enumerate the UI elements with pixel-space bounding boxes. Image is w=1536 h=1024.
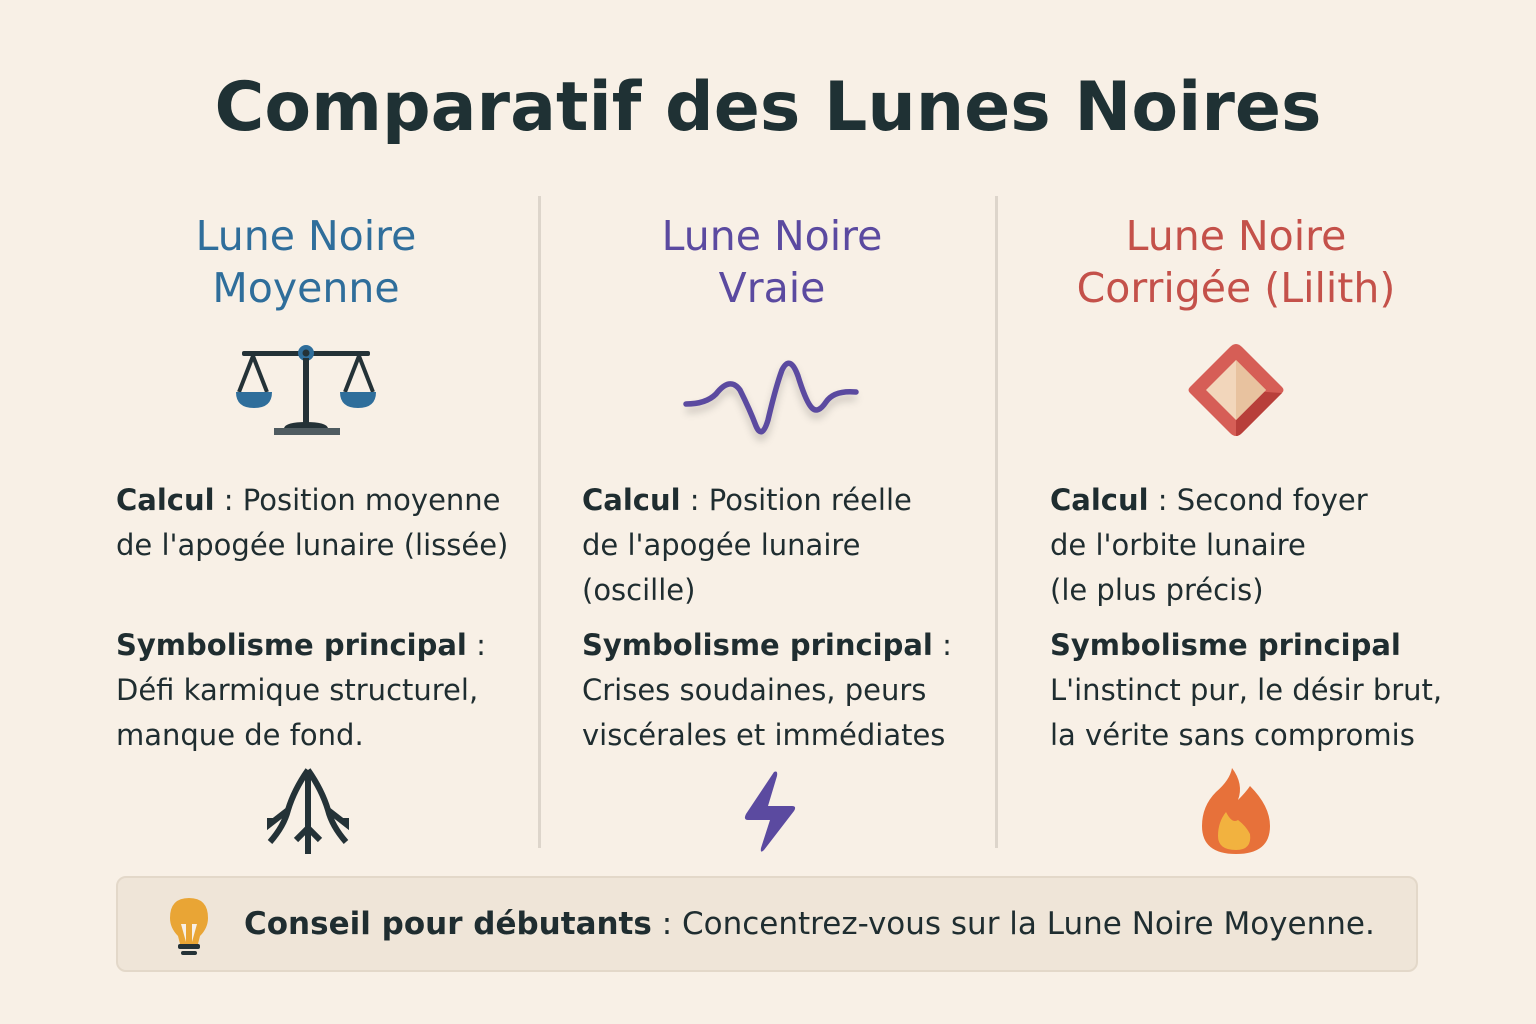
diamond-gem-icon	[1188, 344, 1284, 436]
flame-icon	[1202, 768, 1270, 854]
separator: :	[651, 906, 682, 942]
calcul-block: Calcul : Position moyenne de l'apogée lu…	[116, 478, 508, 568]
calcul-label: Calcul	[1050, 483, 1149, 517]
separator: :	[1148, 483, 1177, 517]
separator: :	[680, 483, 709, 517]
calcul-text: Second foyer	[1176, 483, 1368, 517]
symbolisme-block: Symbolisme principal : Défi karmique str…	[116, 623, 486, 758]
lightning-bolt-icon	[744, 771, 796, 852]
separator: :	[932, 628, 952, 662]
symbolisme-label: Symbolisme principal	[116, 628, 467, 662]
calcul-text: de l'apogée lunaire	[582, 528, 861, 562]
roots-arrow-icon	[267, 768, 349, 854]
symbolisme-block: Symbolisme principal : Crises soudaines,…	[582, 623, 952, 758]
calcul-label: Calcul	[116, 483, 215, 517]
oscillating-wave-icon	[683, 360, 859, 441]
heading-line: Moyenne	[212, 264, 400, 312]
calcul-label: Calcul	[582, 483, 681, 517]
heading-line: Lune Noire	[195, 212, 417, 260]
lightbulb-icon	[170, 898, 208, 955]
symbolisme-text: L'instinct pur, le désir brut,	[1050, 673, 1443, 707]
calcul-text: Position moyenne	[242, 483, 501, 517]
column-heading: Lune Noire Moyenne	[86, 210, 526, 314]
heading-line: Lune Noire	[1125, 212, 1347, 260]
calcul-text: de l'apogée lunaire (lissée)	[116, 528, 509, 562]
column-lune-noire-moyenne: Lune Noire Moyenne Calcul : Position moy…	[86, 210, 526, 854]
calcul-block: Calcul : Second foyer de l'orbite lunair…	[1050, 478, 1368, 613]
column-heading: Lune Noire Corrigée (Lilith)	[1016, 210, 1456, 314]
symbolisme-label: Symbolisme principal	[1050, 628, 1401, 662]
column-heading: Lune Noire Vraie	[552, 210, 992, 314]
heading-line: Vraie	[718, 264, 826, 312]
calcul-text: (oscille)	[582, 573, 696, 607]
tip-text: Conseil pour débutants : Concentrez-vous…	[244, 904, 1375, 944]
beginner-tip-banner: Conseil pour débutants : Concentrez-vous…	[116, 876, 1418, 972]
symbolisme-text: manque de fond.	[116, 718, 364, 752]
heading-line: Lune Noire	[661, 212, 883, 260]
symbolisme-label: Symbolisme principal	[582, 628, 933, 662]
column-divider	[538, 196, 541, 848]
calcul-text: (le plus précis)	[1050, 573, 1264, 607]
calcul-text: de l'orbite lunaire	[1050, 528, 1306, 562]
calcul-block: Calcul : Position réelle de l'apogée lun…	[582, 478, 912, 613]
column-divider	[995, 196, 998, 848]
balance-scale-icon	[236, 345, 376, 435]
tip-label: Conseil pour débutants	[244, 906, 652, 942]
symbolisme-text: viscérales et immédiates	[582, 718, 946, 752]
calcul-text: Position réelle	[708, 483, 912, 517]
symbolisme-text: Défi karmique structurel,	[116, 673, 479, 707]
symbolisme-block: Symbolisme principal L'instinct pur, le …	[1050, 623, 1442, 758]
heading-line: Corrigée (Lilith)	[1076, 264, 1396, 312]
column-lune-noire-corrigee: Lune Noire Corrigée (Lilith) Calcul : Se…	[1016, 210, 1456, 854]
symbolisme-text: Crises soudaines, peurs	[582, 673, 927, 707]
separator: :	[214, 483, 243, 517]
separator: :	[466, 628, 486, 662]
tip-message: Concentrez-vous sur la Lune Noire Moyenn…	[682, 906, 1375, 942]
column-lune-noire-vraie: Lune Noire Vraie Calcul : Position réell…	[552, 210, 992, 852]
page-title: Comparatif des Lunes Noires	[214, 68, 1322, 147]
symbolisme-text: la vérite sans compromis	[1050, 718, 1415, 752]
